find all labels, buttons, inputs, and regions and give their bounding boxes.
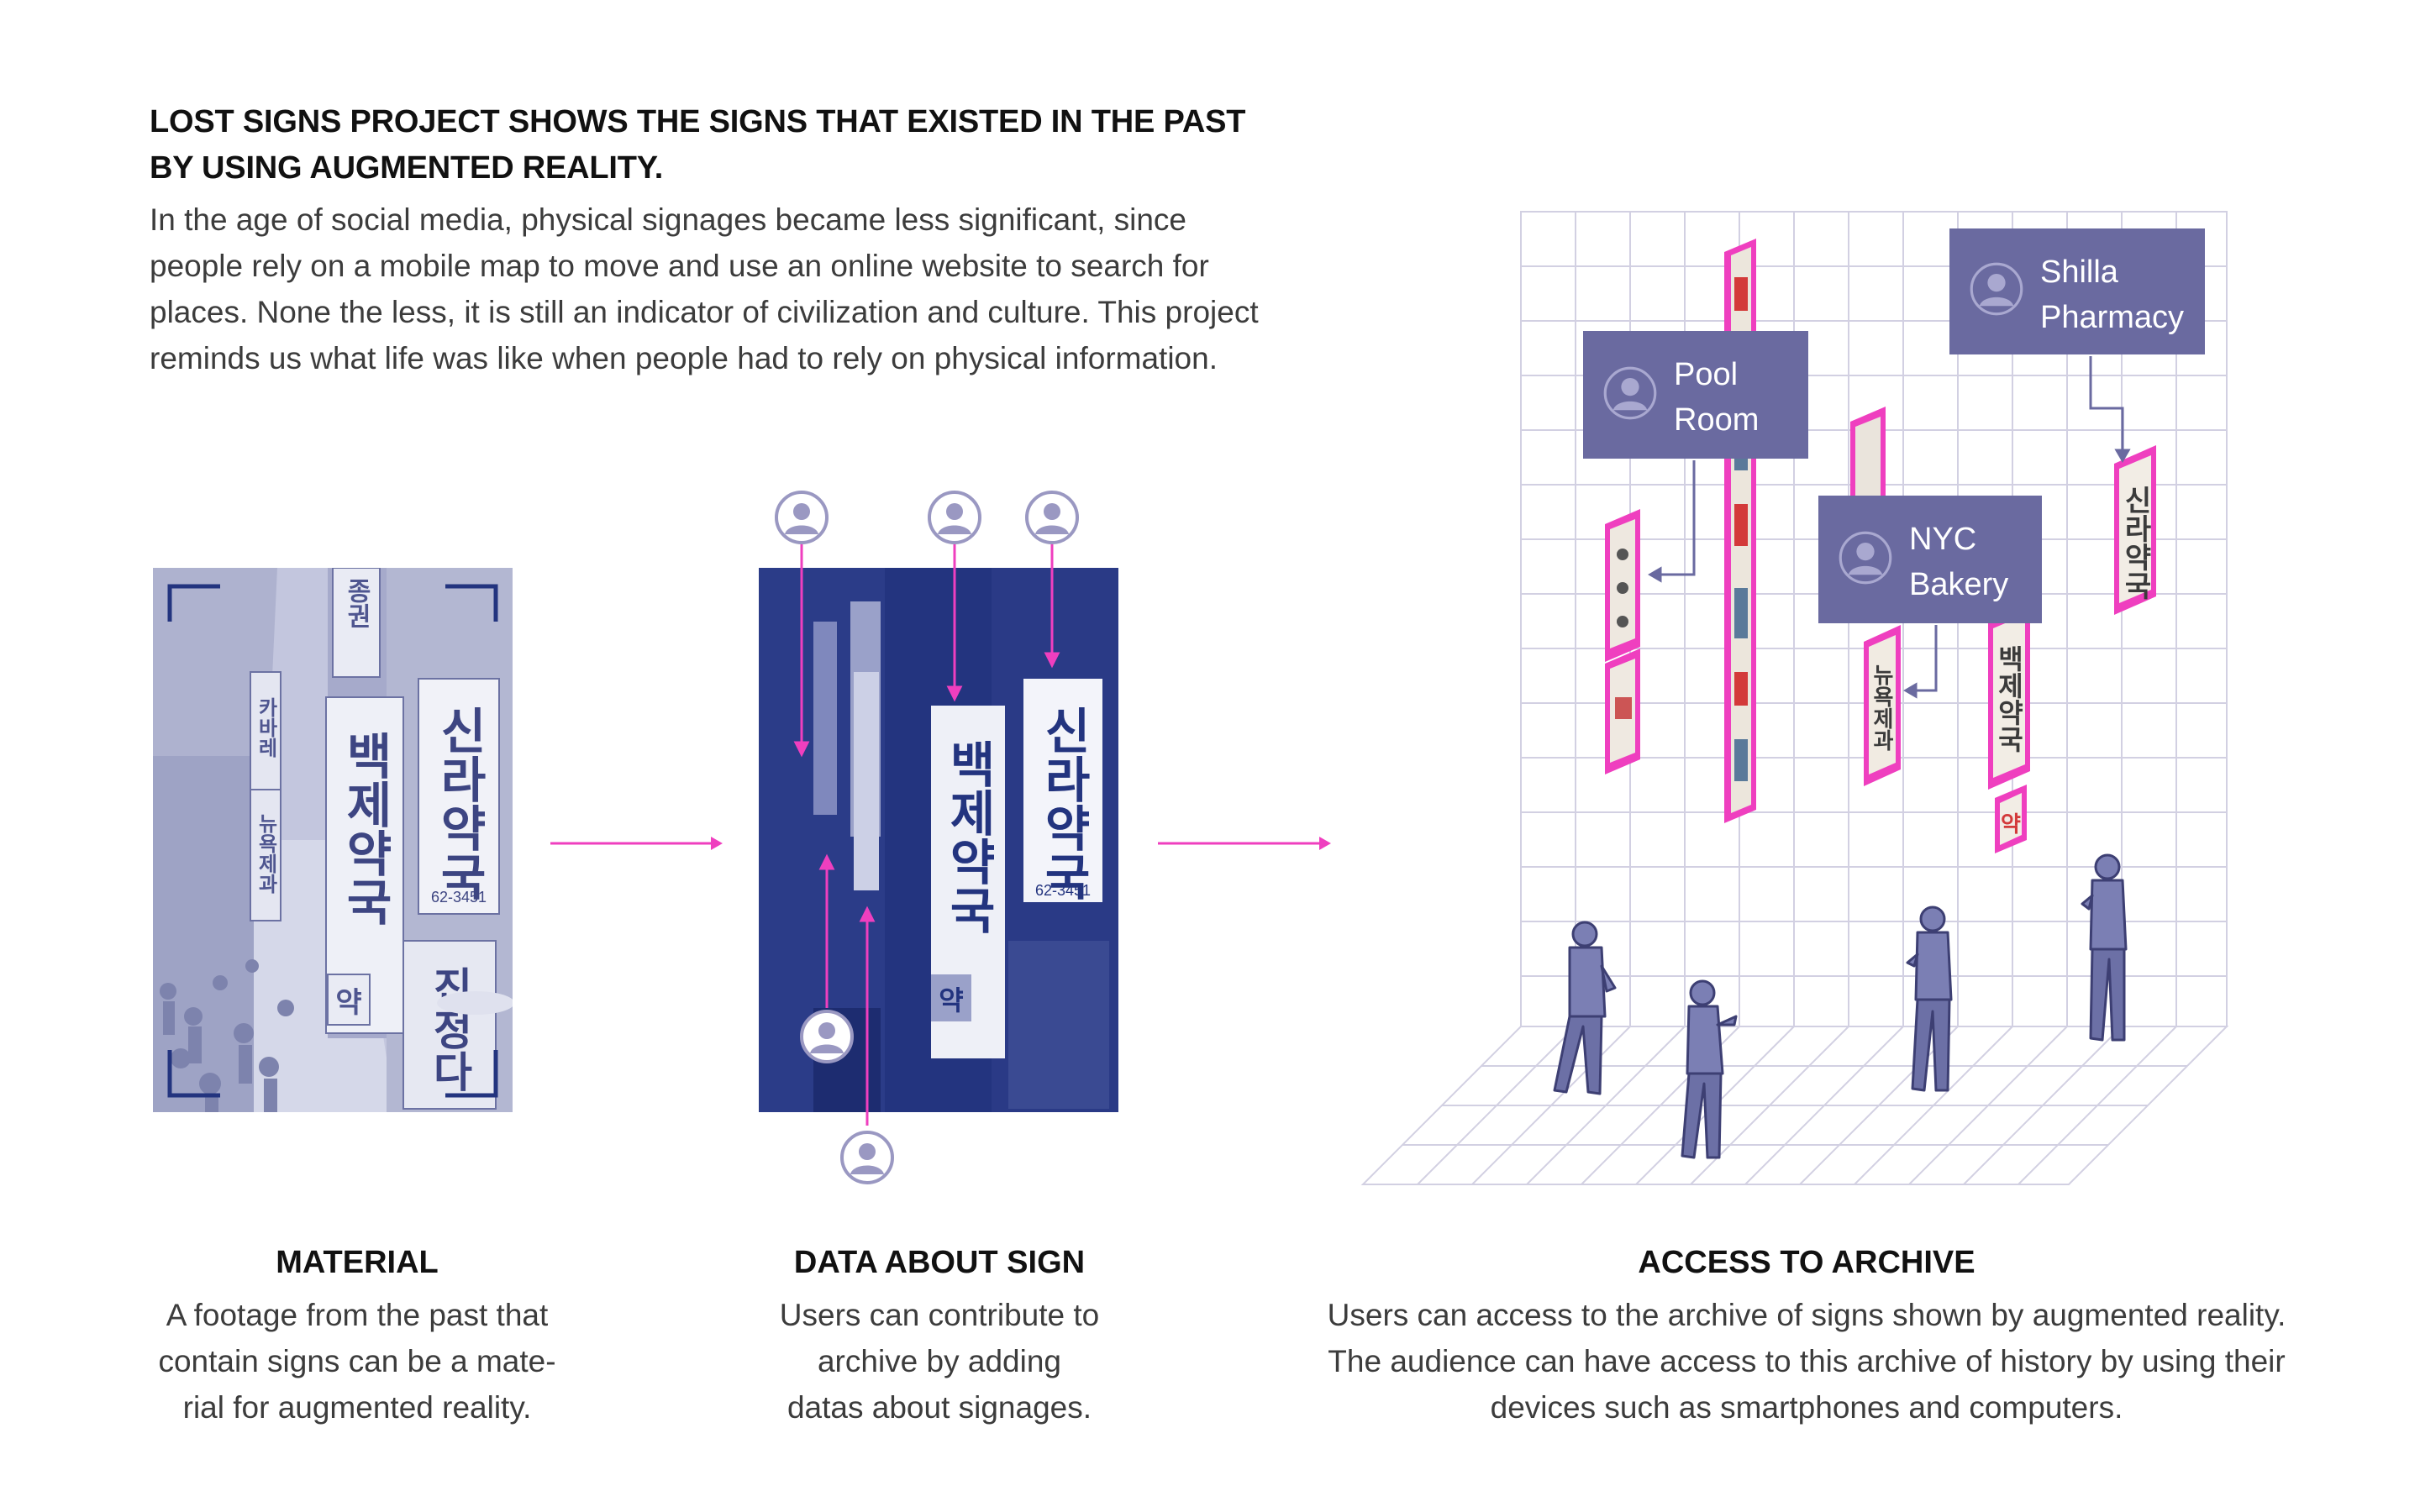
photo-sign-2: 백제약국 xyxy=(338,731,392,926)
intro-line-3: places. None the less, it is still an in… xyxy=(150,295,1259,329)
label-connectors xyxy=(1648,356,2131,699)
photo-sign-5: 카바레 xyxy=(255,697,277,758)
caption-data-line-1: Users can contribute to xyxy=(779,1298,1100,1332)
intro-paragraph: In the age of social media, physical sig… xyxy=(150,197,1343,381)
caption-material-line-1: A footage from the past that xyxy=(166,1298,549,1332)
photo-sign-3: 신라약국 xyxy=(432,706,487,900)
caption-material: MATERIAL A footage from the past that co… xyxy=(109,1242,605,1431)
person-figure xyxy=(1906,906,1953,1092)
person-figure xyxy=(1681,979,1738,1159)
ar-label-shilla-line2: Pharmacy xyxy=(2040,300,2184,335)
ar-sign-baekje: 백제약국 xyxy=(1994,645,2024,753)
photo-sign-8: 진정다 xyxy=(426,966,473,1092)
caption-access-body: Users can access to the archive of signs… xyxy=(1260,1292,2353,1431)
data-sign-yak: 약 xyxy=(939,985,963,1016)
camera-frame-corner-icon xyxy=(167,584,498,1098)
contribution-arrows xyxy=(793,544,1060,1126)
ar-label-pool-room: Pool Room xyxy=(1583,331,1808,459)
user-avatar-icon xyxy=(775,491,829,544)
headline-line-1: LOST SIGNS PROJECT SHOWS THE SIGNS THAT … xyxy=(150,104,1246,139)
ar-label-nyc-bakery: NYC Bakery xyxy=(1818,496,2042,623)
caption-data-line-3: datas about signages. xyxy=(786,1390,1092,1425)
user-avatar-icon xyxy=(840,1131,894,1184)
caption-access-line-1: Users can access to the archive of signs… xyxy=(1327,1298,2286,1332)
data-sign-baekje: 백제약국 xyxy=(941,739,996,934)
data-photo: 백제약국 신라약국 62-3451 약 xyxy=(759,568,1118,1112)
caption-data: DATA ABOUT SIGN Users can contribute to … xyxy=(687,1242,1192,1431)
intro-line-1: In the age of social media, physical sig… xyxy=(150,202,1187,237)
arrow-right-icon xyxy=(550,837,723,850)
ar-label-pool-line1: Pool xyxy=(1674,357,1738,392)
ar-label-nyc-line1: NYC xyxy=(1909,522,1976,557)
caption-data-line-2: archive by adding xyxy=(817,1344,1062,1378)
arrow-right-icon xyxy=(1158,837,1331,850)
headline: LOST SIGNS PROJECT SHOWS THE SIGNS THAT … xyxy=(150,99,1326,192)
photo-sign-4: 62-3451 xyxy=(431,889,487,906)
caption-material-title: MATERIAL xyxy=(276,1245,439,1280)
ar-label-shilla-line1: Shilla xyxy=(2040,255,2119,290)
user-avatar-icon xyxy=(800,1010,854,1063)
intro-line-2: people rely on a mobile map to move and … xyxy=(150,249,1209,283)
person-figure xyxy=(1553,921,1617,1095)
material-photo: 종권 백제약국 신라약국 62-3451 카바레 뉴욕제과 약 진정다 xyxy=(153,568,513,1112)
caption-access-title: ACCESS TO ARCHIVE xyxy=(1638,1245,1975,1280)
caption-material-line-3: rial for augmented reality. xyxy=(182,1390,532,1425)
photo-sign-1: 종권 xyxy=(343,578,371,628)
person-figure xyxy=(2081,853,2128,1042)
ar-sign-yak: 약 xyxy=(2001,811,2021,837)
caption-access: ACCESS TO ARCHIVE Users can access to th… xyxy=(1260,1242,2353,1431)
caption-data-title: DATA ABOUT SIGN xyxy=(793,1245,1086,1280)
photo-sign-6: 뉴욕제과 xyxy=(255,813,277,894)
ar-label-nyc-line2: Bakery xyxy=(1909,567,2008,602)
photo-sign-7: 약 xyxy=(335,987,361,1019)
caption-data-body: Users can contribute to archive by addin… xyxy=(687,1292,1192,1431)
ar-label-shilla-pharmacy: Shilla Pharmacy xyxy=(1949,228,2205,354)
caption-access-line-3: devices such as smartphones and computer… xyxy=(1490,1390,2123,1425)
caption-access-line-2: The audience can have access to this arc… xyxy=(1328,1344,2286,1378)
data-sign-phone: 62-3451 xyxy=(1035,882,1091,899)
ar-sign-shilla: 신라약국 xyxy=(2119,486,2151,600)
caption-material-body: A footage from the past that contain sig… xyxy=(109,1292,605,1431)
user-avatar-icon xyxy=(1025,491,1079,544)
user-avatar-icon xyxy=(928,491,981,544)
ar-label-pool-line2: Room xyxy=(1674,402,1759,438)
intro-line-4: reminds us what life was like when peopl… xyxy=(150,341,1218,375)
caption-material-line-2: contain signs can be a mate- xyxy=(158,1344,556,1378)
headline-line-2: BY USING AUGMENTED REALITY. xyxy=(150,150,664,186)
data-sign-shilla: 신라약국 xyxy=(1036,706,1091,900)
ar-sign-newyork: 뉴욕제과 xyxy=(1870,664,1895,751)
